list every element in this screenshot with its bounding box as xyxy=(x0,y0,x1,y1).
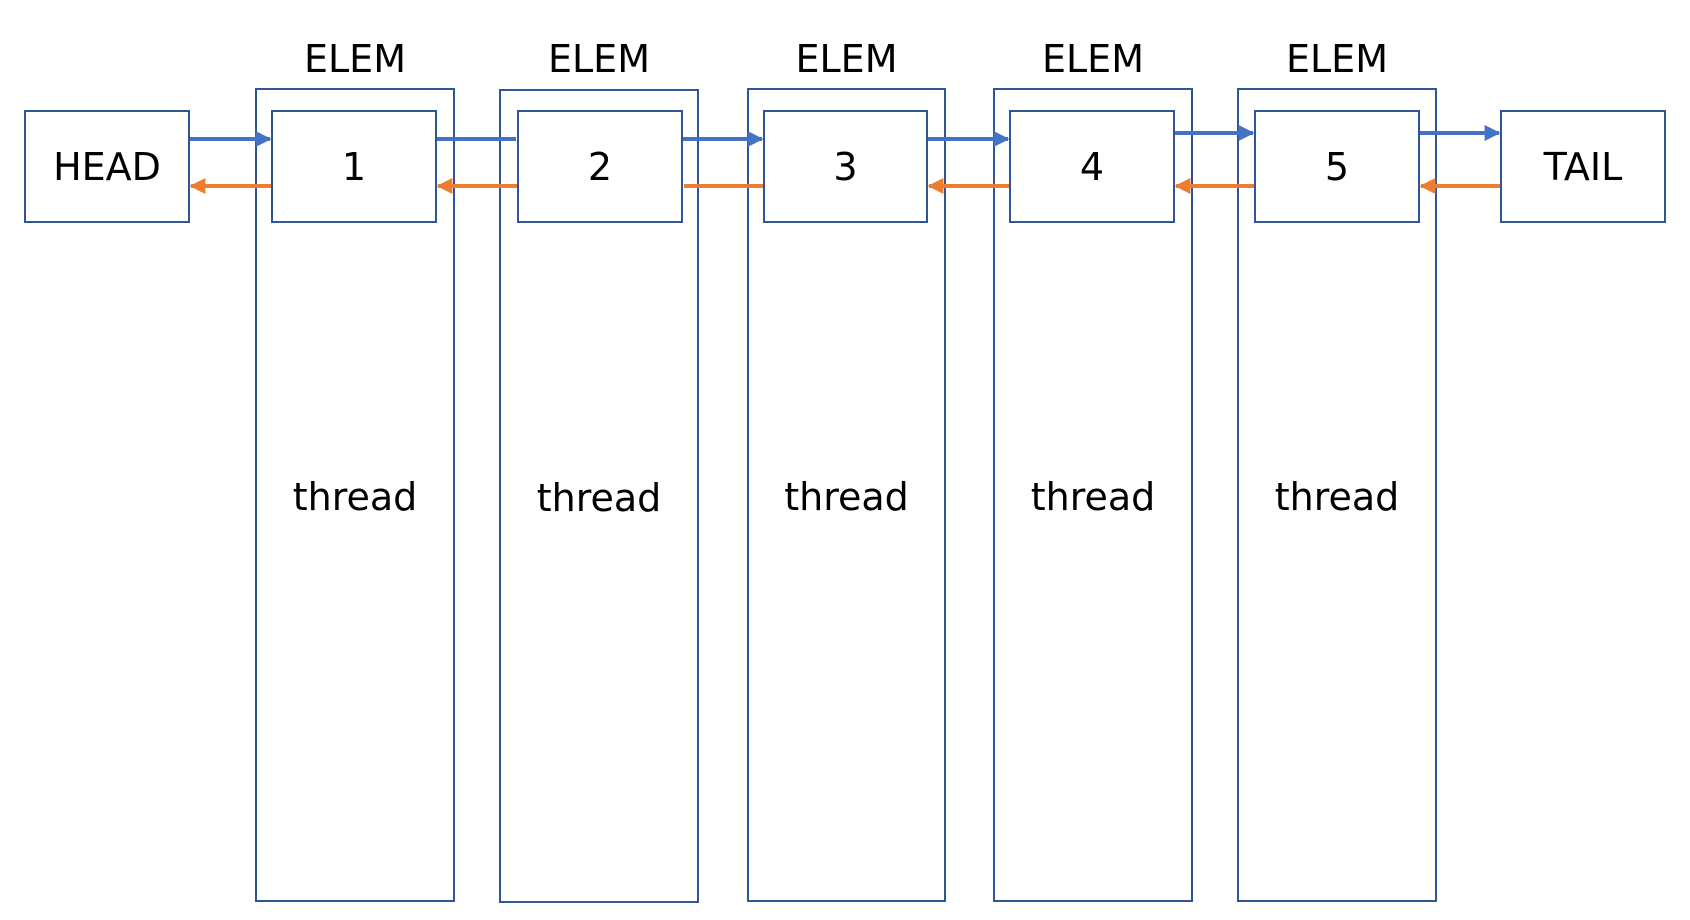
thread-label-3: thread xyxy=(784,475,909,519)
elem-value-2: 2 xyxy=(587,144,613,189)
elem-node-1: 1 xyxy=(271,110,437,223)
head-label: HEAD xyxy=(53,144,161,189)
head-node: HEAD xyxy=(24,110,190,223)
elem-title-2: ELEM xyxy=(548,37,650,81)
elem-value-4: 4 xyxy=(1079,144,1105,189)
elem-container-5 xyxy=(1237,88,1437,902)
tail-node: TAIL xyxy=(1500,110,1666,223)
elem-title-5: ELEM xyxy=(1286,37,1388,81)
elem-node-5: 5 xyxy=(1254,110,1420,223)
elem-value-5: 5 xyxy=(1324,144,1350,189)
elem-value-3: 3 xyxy=(833,144,858,189)
thread-label-1: thread xyxy=(292,475,418,519)
thread-label-4: thread xyxy=(1030,475,1156,519)
elem-node-3: 3 xyxy=(763,110,928,223)
elem-container-4 xyxy=(993,88,1193,902)
elem-title-1: ELEM xyxy=(304,37,406,81)
elem-container-1 xyxy=(255,88,455,902)
thread-label-5: thread xyxy=(1274,475,1400,519)
tail-label: TAIL xyxy=(1543,144,1623,189)
elem-node-2: 2 xyxy=(517,110,683,223)
elem-title-4: ELEM xyxy=(1042,37,1144,81)
elem-title-3: ELEM xyxy=(795,37,898,81)
elem-node-4: 4 xyxy=(1009,110,1175,223)
thread-label-2: thread xyxy=(536,476,662,520)
elem-container-2 xyxy=(499,89,699,903)
elem-container-3 xyxy=(747,88,946,902)
elem-value-1: 1 xyxy=(341,144,367,189)
